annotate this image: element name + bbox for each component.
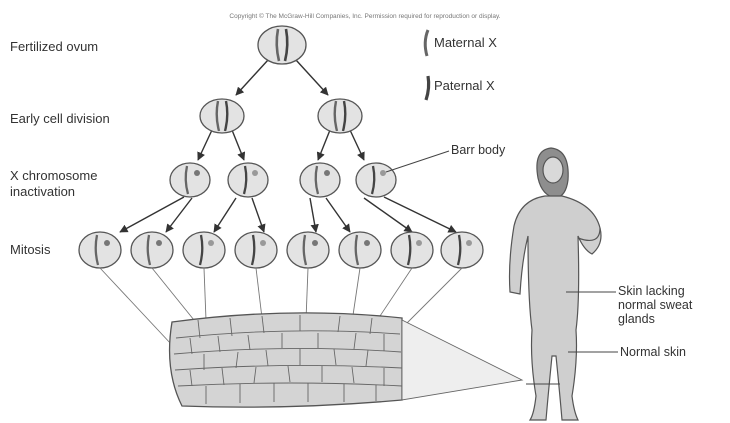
skin-patch-mosaic — [170, 313, 402, 407]
magnification-wedge — [402, 320, 522, 400]
early-division-cells — [200, 99, 362, 133]
fertilized-ovum-cell — [258, 26, 306, 64]
mitosis-cells — [79, 232, 483, 268]
paternal-x-icon — [426, 76, 429, 100]
barr-body-leader — [386, 151, 449, 172]
maternal-x-icon — [425, 30, 428, 56]
inactivation-cells — [170, 163, 396, 197]
division-arrows — [120, 60, 456, 232]
female-figure — [510, 148, 602, 420]
